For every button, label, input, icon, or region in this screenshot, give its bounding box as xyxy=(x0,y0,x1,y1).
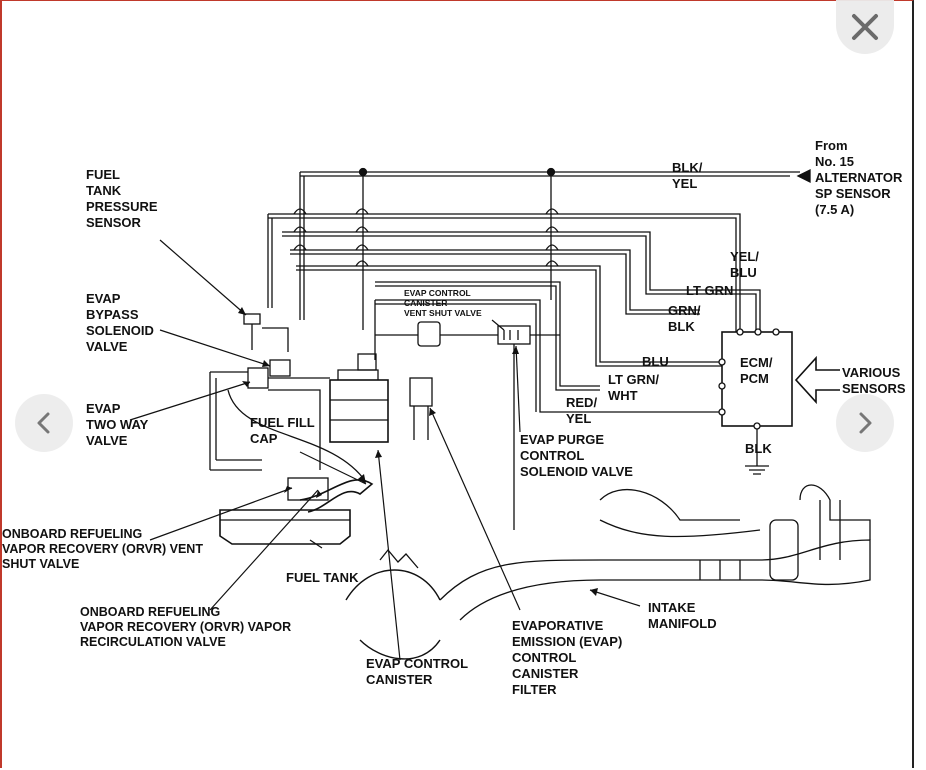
label-orvr-vent-shut-valve: ONBOARD REFUELING VAPOR RECOVERY (ORVR) … xyxy=(2,527,203,571)
label-wire-red-yel: RED/ YEL xyxy=(566,395,598,426)
label-evap-two-way-valve: EVAP TWO WAY VALVE xyxy=(86,401,149,448)
next-image-button[interactable] xyxy=(836,394,894,452)
label-ecm-pcm: ECM/ PCM xyxy=(740,355,773,386)
wire-blu xyxy=(296,265,722,367)
leader-lines xyxy=(129,239,641,661)
fuel-tank-shape xyxy=(219,509,351,545)
label-orvr-vapor-recirculation-valve: ONBOARD REFUELING VAPOR RECOVERY (ORVR) … xyxy=(80,605,292,649)
label-wire-lt-grn: LT GRN xyxy=(686,283,734,298)
label-evap-canister-vent-shut-valve: EVAP CONTROL CANISTER VENT SHUT VALVE xyxy=(404,288,482,318)
chevron-right-icon xyxy=(859,412,872,434)
wire-grn-blk xyxy=(290,249,700,315)
scroll-edge xyxy=(916,0,926,770)
label-intake-manifold: INTAKE MANIFOLD xyxy=(648,600,717,631)
prev-image-button[interactable] xyxy=(15,394,73,452)
label-fuel-tank: FUEL TANK xyxy=(286,570,359,585)
sensors-arrow-icon xyxy=(794,355,840,405)
label-fuel-fill-cap: FUEL FILL CAP xyxy=(250,415,315,446)
label-wire-lt-grn-wht: LT GRN/ WHT xyxy=(608,372,660,403)
wire-red-yel xyxy=(375,299,722,413)
wire-lt-grn-wht xyxy=(375,281,600,391)
label-wire-yel-blu: YEL/ BLU xyxy=(730,249,759,280)
arrowheads xyxy=(238,307,598,596)
wire-crossings xyxy=(293,208,559,267)
label-various-sensors: VARIOUS SENSORS xyxy=(842,365,906,396)
label-from-alternator-sp-sensor: From No. 15 ALTERNATOR SP SENSOR (7.5 A) xyxy=(815,138,903,217)
label-wire-grn-blk: GRN/ BLK xyxy=(668,303,701,334)
label-evap-purge-control-solenoid-valve: EVAP PURGE CONTROL SOLENOID VALVE xyxy=(520,432,633,479)
ground-icon xyxy=(745,429,769,475)
label-wire-blk-yel: BLK/ YEL xyxy=(672,160,703,191)
close-icon xyxy=(852,14,878,40)
close-button[interactable] xyxy=(836,0,894,54)
label-evap-control-canister: EVAP CONTROL CANISTER xyxy=(366,656,469,687)
label-wire-blu: BLU xyxy=(642,354,669,369)
label-evap-bypass-solenoid-valve: EVAP BYPASS SOLENOID VALVE xyxy=(86,291,154,354)
label-evap-canister-filter: EVAPORATIVE EMISSION (EVAP) CONTROL CANI… xyxy=(512,618,623,697)
chevron-left-icon xyxy=(37,412,50,434)
wire-lt-grn xyxy=(282,231,761,332)
label-ground-blk: BLK xyxy=(745,441,772,456)
evap-canister-shape xyxy=(329,379,389,443)
label-fuel-tank-pressure-sensor: FUEL TANK PRESSURE SENSOR xyxy=(86,167,158,230)
